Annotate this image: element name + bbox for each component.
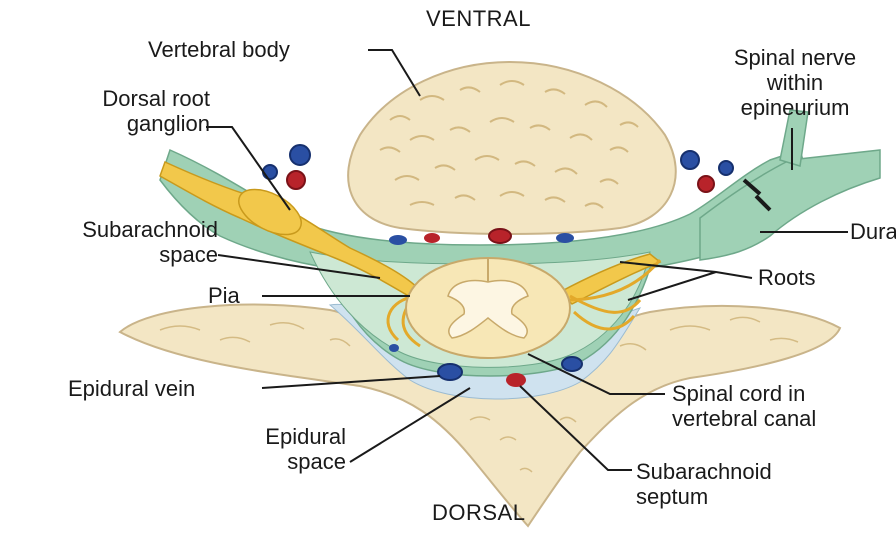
label-dorsal: DORSAL <box>432 500 525 525</box>
label-roots: Roots <box>758 265 815 290</box>
epidural-vein-right <box>562 357 582 371</box>
vein-ventral-1 <box>389 235 407 245</box>
artery-ventral-1 <box>424 233 440 243</box>
vertebral-body <box>348 62 676 234</box>
vein-left-1 <box>290 145 310 165</box>
vein-ventral-2 <box>556 233 574 243</box>
epidural-artery-dorsal <box>506 373 526 387</box>
epidural-vein-left <box>438 364 462 380</box>
vein-right-1 <box>681 151 699 169</box>
label-spinal-cord: Spinal cord in vertebral canal <box>672 381 816 431</box>
label-dorsal-root-ganglion: Dorsal root ganglion <box>40 86 210 136</box>
vein-left-2 <box>263 165 277 179</box>
label-subarachnoid-space: Subarachnoid space <box>4 217 218 267</box>
label-epidural-vein: Epidural vein <box>68 376 195 401</box>
artery-right <box>698 176 714 192</box>
epidural-vein-small <box>389 344 399 352</box>
label-ventral: VENTRAL <box>426 6 531 31</box>
label-epidural-space: Epidural space <box>180 424 346 474</box>
label-vertebral-body: Vertebral body <box>148 37 290 62</box>
label-subarachnoid-septum: Subarachnoid septum <box>636 459 772 509</box>
vein-right-2 <box>719 161 733 175</box>
label-pia: Pia <box>208 283 240 308</box>
artery-left <box>287 171 305 189</box>
label-dura: Dura <box>850 219 896 244</box>
artery-ventral-2 <box>489 229 511 243</box>
label-spinal-nerve: Spinal nerve within epineurium <box>700 45 890 120</box>
